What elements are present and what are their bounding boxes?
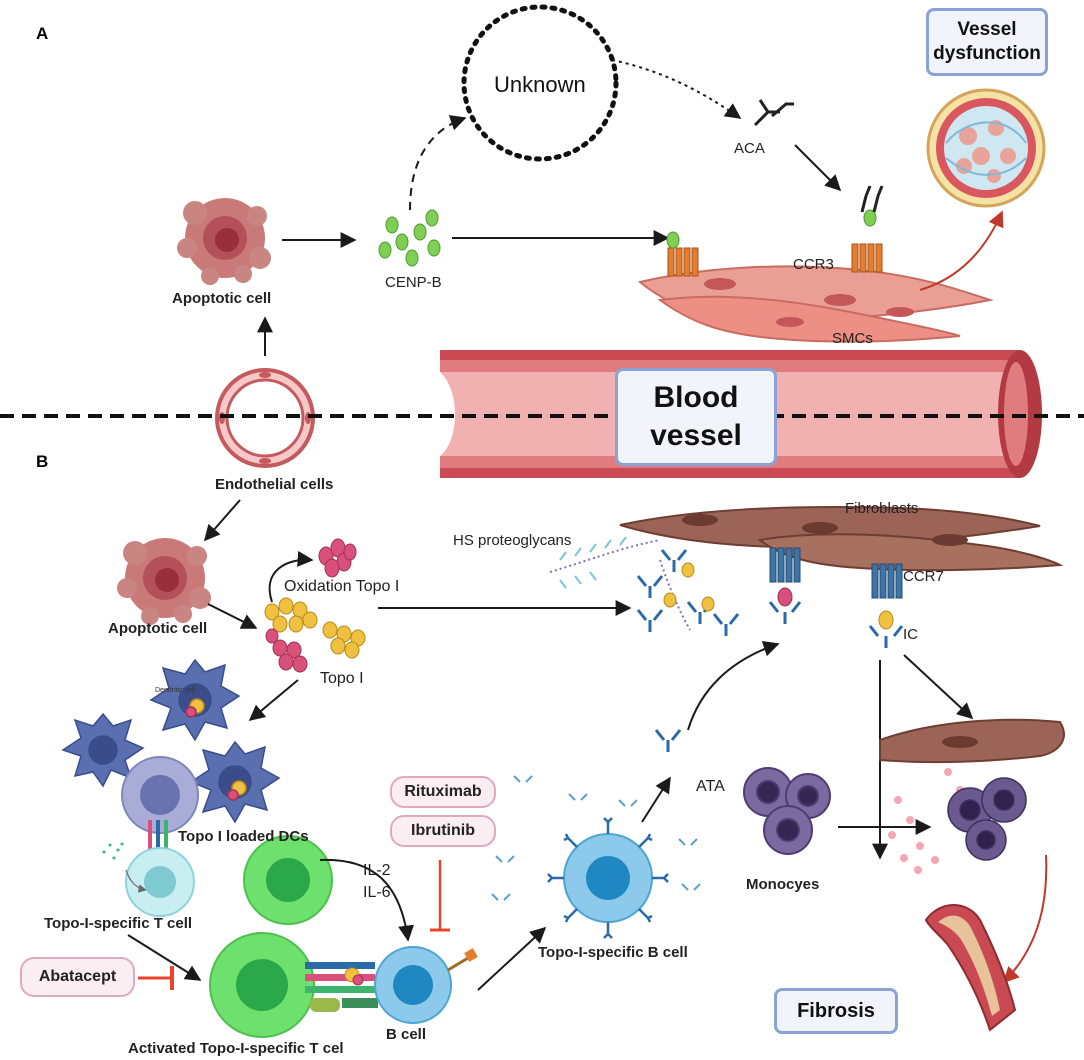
arrow-ata-fibroblast bbox=[687, 640, 780, 731]
endothelial-cells-label: Endothelial cells bbox=[215, 476, 334, 493]
fibrotic-vessel bbox=[924, 904, 1017, 1032]
rituximab-box: Rituximab bbox=[390, 776, 496, 808]
activated-macrophages bbox=[947, 777, 1027, 861]
dendritic-cell-2 bbox=[61, 712, 145, 788]
tcr-synapse bbox=[148, 820, 168, 852]
ibrutinib-box: Ibrutinib bbox=[390, 815, 496, 847]
ic-complex bbox=[878, 610, 894, 630]
b-cell-label: B cell bbox=[386, 1026, 427, 1043]
apoptotic-cell-b-label: Apoptotic cell bbox=[108, 620, 208, 637]
arrow-fibrosis bbox=[1002, 854, 1048, 984]
tb-synapse bbox=[305, 962, 378, 1012]
ic-label: IC bbox=[903, 626, 918, 643]
arrow-endothelial-apoptotic-b bbox=[203, 499, 241, 542]
fibroblast-sheet bbox=[619, 505, 1064, 572]
topo-particles bbox=[264, 597, 366, 673]
b-cell-receptor-tip bbox=[464, 948, 478, 962]
ccr3-ligand-1 bbox=[666, 231, 680, 249]
arrow-cenpb-unknown bbox=[409, 115, 467, 211]
b-cell bbox=[374, 946, 452, 1024]
topo-t-cell bbox=[125, 847, 195, 917]
vessel-cross-section bbox=[926, 88, 1046, 208]
apoptotic-cell-a-label: Apoptotic cell bbox=[172, 290, 272, 307]
il2-label: IL-2 bbox=[363, 862, 391, 879]
free-antibodies bbox=[491, 775, 701, 901]
activated-t-cell bbox=[209, 932, 315, 1038]
antibody-topo-particles bbox=[663, 562, 715, 612]
activated-fibroblasts bbox=[879, 718, 1065, 764]
abatacept-box: Abatacept bbox=[20, 957, 135, 997]
hs-proteoglycans bbox=[549, 536, 691, 631]
smcs-label: SMCs bbox=[832, 330, 873, 347]
panel-label-a: A bbox=[36, 24, 49, 43]
arrow-topob-ata bbox=[641, 776, 671, 823]
antibody-cluster bbox=[636, 549, 740, 636]
aca-label: ACA bbox=[734, 140, 765, 157]
arrow-tcell-bcell bbox=[319, 858, 415, 942]
topo-t-cell-label: Topo-I-specific T cell bbox=[44, 915, 193, 932]
ccr3-receptor-2 bbox=[851, 243, 883, 273]
oxidation-topo-label: Oxidation Topo I bbox=[284, 578, 400, 595]
topo-b-cell bbox=[547, 817, 669, 939]
blood-vessel-line-2: vessel bbox=[650, 419, 742, 452]
ata-label: ATA bbox=[696, 778, 725, 795]
aca-bound bbox=[860, 185, 884, 213]
ccr3-ligand-2 bbox=[863, 209, 877, 227]
blood-vessel-box: Blood vessel bbox=[615, 368, 777, 466]
b-cell-receptor bbox=[447, 956, 469, 972]
ata-antibody bbox=[654, 729, 682, 752]
apoptotic-cell-b bbox=[117, 538, 211, 625]
dendritic-cell-1 bbox=[149, 658, 241, 742]
arrow-bcell-topob bbox=[477, 926, 547, 991]
arrow-tcell-activated bbox=[127, 934, 202, 981]
cenp-b-label: CENP-B bbox=[385, 274, 442, 291]
ccr7-label: CCR7 bbox=[903, 568, 944, 585]
dendritic-label: Dendritic cell bbox=[155, 687, 196, 694]
ccr3-receptor-1 bbox=[667, 247, 699, 277]
activated-t-cell-label: Activated Topo-I-specific T cel bbox=[128, 1040, 344, 1057]
ccr7-receptor-1 bbox=[769, 547, 801, 583]
cenp-b-particles bbox=[378, 209, 441, 267]
arrow-apoptotic-topo bbox=[207, 603, 258, 629]
monocytes-label: Monocyes bbox=[746, 876, 820, 893]
dendritic-cell-3 bbox=[189, 740, 281, 824]
il6-label: IL-6 bbox=[363, 884, 391, 901]
blood-vessel-line-1: Blood bbox=[653, 381, 739, 414]
arrow-topo-dcs bbox=[248, 679, 299, 722]
apoptotic-cell-a bbox=[177, 198, 271, 285]
apc-cell bbox=[121, 756, 199, 834]
green-t-cell-top bbox=[243, 835, 333, 925]
arrow-tcell-inner bbox=[125, 869, 147, 893]
unknown-circle bbox=[461, 4, 619, 162]
vessel-dysfunction-line-1: Vessel bbox=[957, 19, 1017, 40]
arrow-oxidation bbox=[268, 550, 314, 603]
smc-sheet bbox=[637, 265, 994, 343]
cytokine-dots bbox=[102, 842, 124, 860]
ccr7-antibody-1 bbox=[768, 601, 802, 624]
hs-proteoglycans-label: HS proteoglycans bbox=[453, 532, 572, 549]
panel-label-b: B bbox=[36, 452, 49, 471]
aca-antibody bbox=[753, 99, 794, 127]
topo-i-label: Topo I bbox=[320, 670, 364, 687]
vessel-dysfunction-line-2: dysfunction bbox=[933, 43, 1041, 64]
oxidized-topo-cluster bbox=[318, 538, 357, 578]
ccr7-receptor-2 bbox=[871, 563, 903, 599]
topo-loaded-dcs-label: Topo I loaded DCs bbox=[178, 828, 309, 845]
ic-antibody bbox=[868, 625, 904, 648]
ccr3-label: CCR3 bbox=[793, 256, 834, 273]
vessel-dysfunction-box: Vessel dysfunction bbox=[926, 8, 1048, 76]
arrow-ic-fibroblast2 bbox=[903, 654, 974, 720]
fibroblasts-label: Fibroblasts bbox=[845, 500, 919, 517]
arrow-smcs-dysfunction bbox=[919, 210, 1004, 291]
fibrosis-box: Fibrosis bbox=[774, 988, 898, 1034]
arrow-aca-receptor bbox=[794, 144, 842, 192]
topo-b-cell-label: Topo-I-specific B cell bbox=[538, 944, 688, 961]
monocytes-cluster bbox=[743, 767, 831, 855]
unknown-label: Unknown bbox=[494, 72, 586, 97]
arrow-unknown-aca bbox=[611, 59, 742, 119]
ccr7-ligand-1 bbox=[777, 587, 793, 607]
